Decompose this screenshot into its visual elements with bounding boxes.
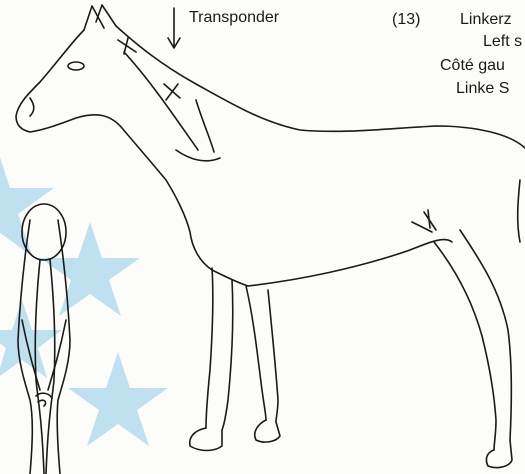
transponder-label: Transponder bbox=[189, 9, 279, 27]
side-label-line-3: Côté gau bbox=[440, 57, 505, 75]
figure-number: (13) bbox=[392, 11, 420, 29]
star-icon bbox=[68, 352, 168, 446]
whorl-mark-elbow bbox=[412, 210, 436, 232]
cross-mark-neck bbox=[164, 84, 180, 100]
arrow-down-icon bbox=[168, 8, 180, 48]
side-label-line-1: Linkerz bbox=[460, 11, 512, 29]
star-icon bbox=[0, 300, 62, 378]
side-label-line-2: Left s bbox=[483, 33, 522, 51]
star-icon bbox=[40, 222, 140, 316]
star-icon-group bbox=[0, 145, 168, 446]
side-label-line-4: Linke S bbox=[456, 80, 509, 98]
